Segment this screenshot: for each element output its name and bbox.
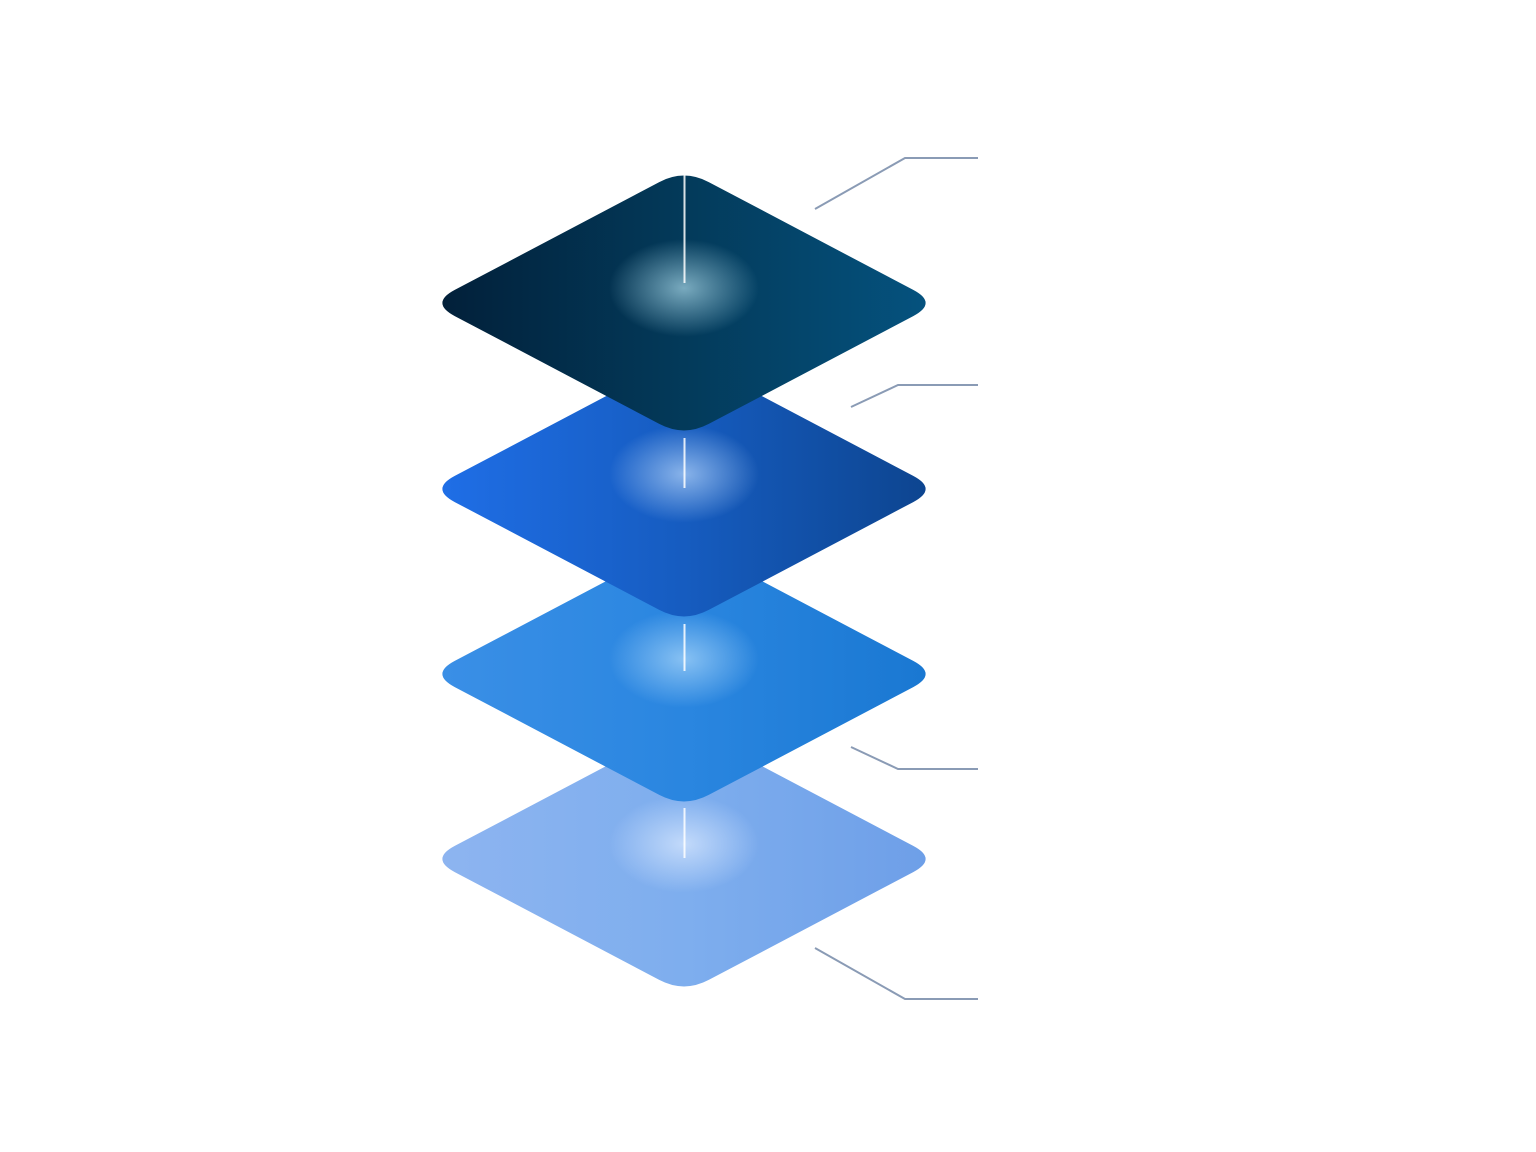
layer-3 [442, 546, 926, 802]
callout-line-2 [850, 384, 978, 408]
layer-glow [442, 731, 926, 987]
layer-glow [442, 546, 926, 802]
layer-glow [442, 175, 926, 431]
callout-line-3 [850, 746, 978, 770]
layer-1 [442, 130, 926, 431]
layer-2 [442, 361, 926, 617]
callout-line-4 [814, 947, 978, 1000]
layer-glow [442, 361, 926, 617]
callout-line-1 [814, 157, 978, 210]
layer-4 [442, 731, 926, 987]
